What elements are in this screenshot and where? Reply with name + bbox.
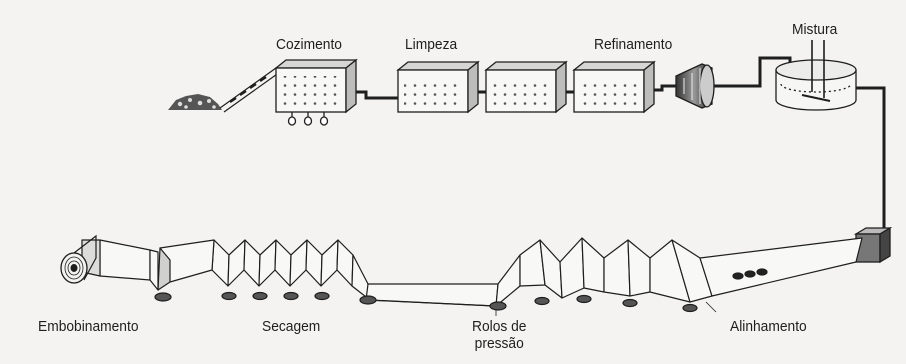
label-alinhamento: Alinhamento <box>730 318 807 335</box>
mixing-tank <box>775 40 857 111</box>
paper-web-left <box>81 239 371 301</box>
cleaning-tank-2 <box>484 60 568 114</box>
cooking-tank <box>274 58 358 126</box>
paper-reel <box>60 234 97 284</box>
label-pointers <box>495 301 717 316</box>
label-embobinamento: Embobinamento <box>38 318 139 335</box>
label-cozimento: Cozimento <box>276 36 342 53</box>
pipe-4 <box>654 84 676 92</box>
paper-web-press <box>495 237 863 307</box>
pipe-5 <box>714 56 792 88</box>
headbox <box>853 226 893 264</box>
label-secagem: Secagem <box>262 318 321 335</box>
label-mistura: Mistura <box>792 21 838 38</box>
label-limpeza: Limpeza <box>405 36 458 53</box>
pipe-6 <box>856 86 886 234</box>
label-rolos-de-pressao: Rolos de pressão <box>472 318 526 352</box>
pipe-1 <box>356 90 398 100</box>
rollers <box>154 268 768 313</box>
cleaning-tank-1 <box>396 60 480 114</box>
conical-refiner <box>675 63 715 109</box>
label-refinamento: Refinamento <box>594 36 673 53</box>
feed-conveyor <box>219 67 281 113</box>
paper-web-flat <box>365 283 499 307</box>
label-rolos-line1: Rolos de <box>472 318 527 335</box>
label-rolos-line2: pressão <box>474 335 524 352</box>
refining-tank <box>572 60 656 114</box>
raw-material-pile <box>168 94 222 110</box>
